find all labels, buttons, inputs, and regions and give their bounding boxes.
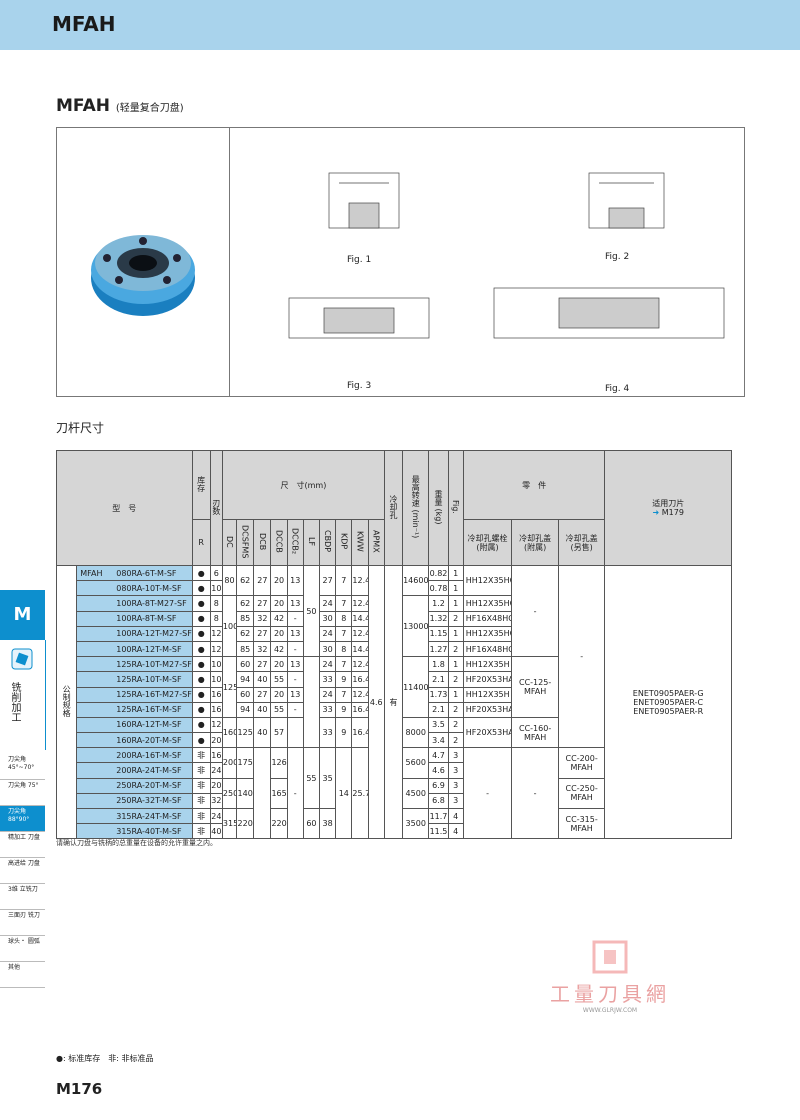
- stock-header: 库存: [196, 476, 206, 492]
- section-title: 刀杆尺寸: [56, 421, 105, 435]
- cutter-photo: [91, 235, 195, 316]
- coolant-header: 冷却孔: [388, 495, 398, 519]
- rpm-header: 最高转速 (min⁻¹): [411, 475, 421, 539]
- fig-header: Fig.: [451, 500, 461, 514]
- product-photo-panel: [57, 128, 230, 396]
- side-nav-item[interactable]: 球头・ 圆弧: [0, 936, 45, 962]
- spec-table: 型 号 库存 刃数 尺 寸(mm) 冷却孔 最高转速 (min⁻¹) 重量 (k…: [55, 450, 732, 840]
- side-tab: M 铣削加工: [0, 590, 46, 750]
- weight-note: 请确认刀盘与铣柄的总重量在设备的允许重量之内。: [56, 839, 217, 847]
- header-bar: MFAH: [0, 0, 800, 50]
- header-title: MFAH: [52, 12, 116, 36]
- page-number: M176: [56, 1080, 103, 1098]
- side-nav-item[interactable]: 刀尖角 45°~70°: [0, 754, 45, 780]
- figure-box: Fig. 1 Fig. 2 Fig. 3 Fig. 4: [56, 127, 745, 397]
- fig-2-label: Fig. 2: [605, 252, 630, 262]
- edges-header: 刃数: [211, 499, 221, 515]
- side-nav: 刀尖角 45°~70° 刀尖角 75° 刀尖角 88°90° 精加工 刀盘 高进…: [0, 754, 45, 988]
- side-nav-item[interactable]: 3维 立铣刀: [0, 884, 45, 910]
- fig-1-label: Fig. 1: [347, 255, 372, 265]
- side-nav-item[interactable]: 三面刃 铣刀: [0, 910, 45, 936]
- fig-3-label: Fig. 3: [347, 381, 372, 391]
- weight-header: 重量 (kg): [433, 489, 443, 525]
- parts-header: 零 件: [462, 450, 606, 520]
- side-letter: M: [0, 590, 45, 640]
- type-header: 型 号: [56, 450, 193, 566]
- side-nav-item[interactable]: 刀尖角 75°: [0, 780, 45, 806]
- watermark: 工量刀具網 WWW.GLRJW.COM: [540, 940, 680, 1014]
- table-row: 250RA-20T-M-SF 非20 250140 165 4500 6.93 …: [57, 777, 732, 810]
- technical-drawings: [288, 172, 725, 339]
- side-nav-item[interactable]: 其他: [0, 962, 45, 988]
- legend: ●: 标准库存 非: 非标准品: [56, 1054, 154, 1063]
- product-title: MFAH (轻量复合刀盘): [56, 96, 184, 116]
- milling-icon: [11, 648, 33, 670]
- side-nav-item-active[interactable]: 刀尖角 88°90°: [0, 806, 45, 832]
- side-label: 铣削加工: [9, 682, 20, 722]
- fig-4-label: Fig. 4: [605, 384, 630, 394]
- series-label: 公制规格: [62, 685, 72, 718]
- side-nav-item[interactable]: 精加工 刀盘: [0, 832, 45, 858]
- dims-header: 尺 寸(mm): [221, 450, 385, 520]
- insert-header: 适用刀片➜ M179: [604, 450, 732, 566]
- side-nav-item[interactable]: 高进给 刀盘: [0, 858, 45, 884]
- table-row: 200RA-16T-M-SF 非16 200175 126 - 55 35 14…: [57, 747, 732, 840]
- watermark-logo-icon: [592, 940, 628, 974]
